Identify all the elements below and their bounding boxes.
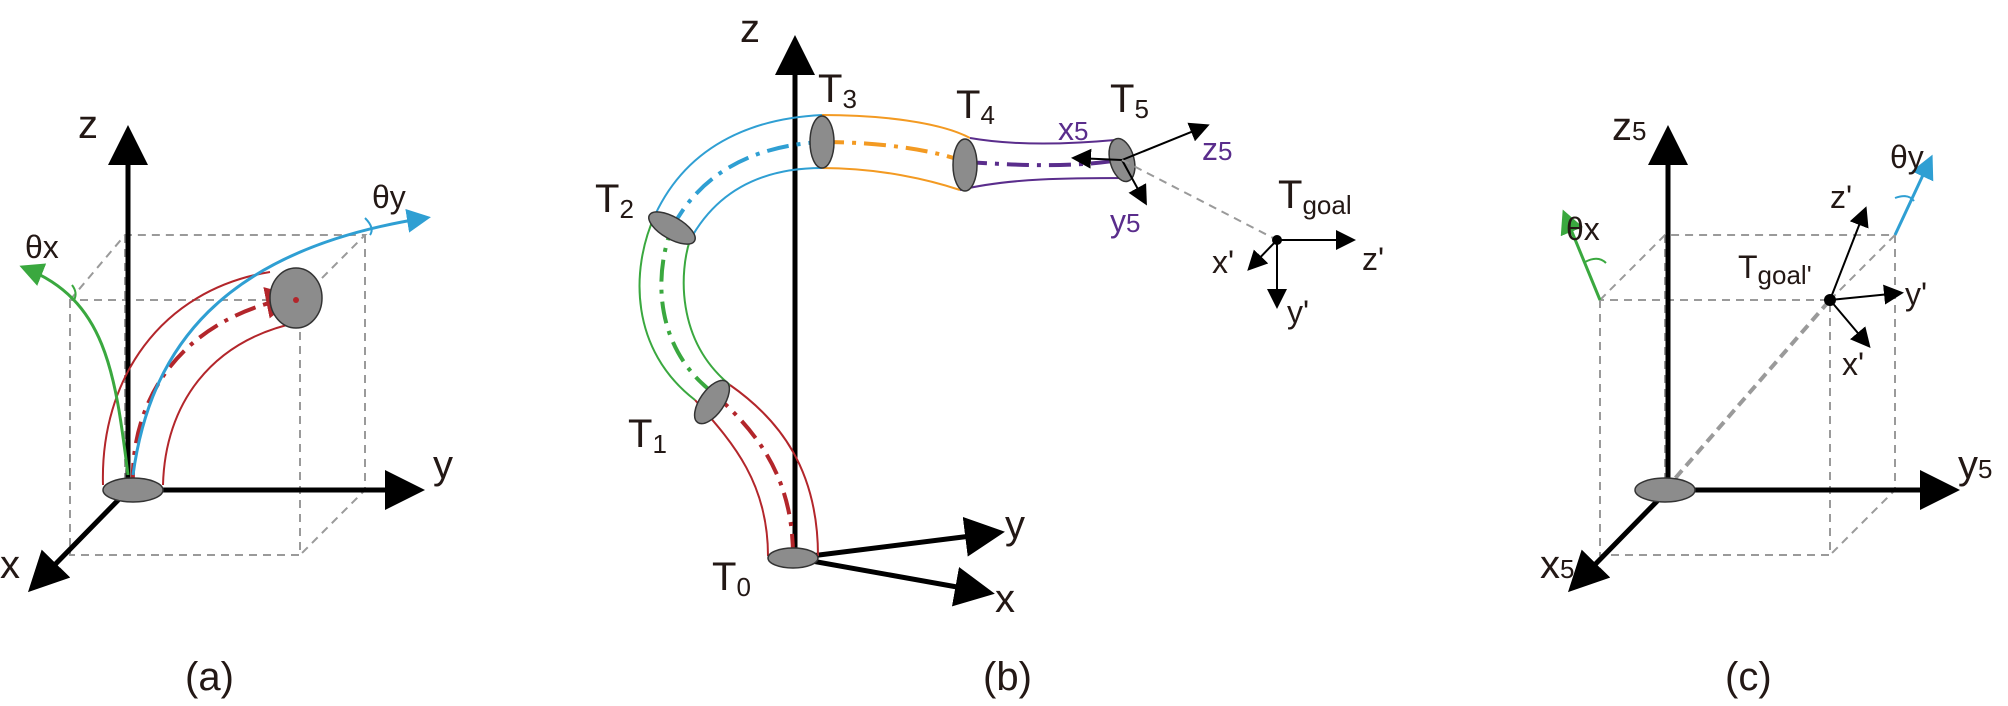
panel-c-base-disk bbox=[1634, 477, 1696, 503]
panel-a-theta-x-label: θx bbox=[25, 229, 59, 265]
panel-b-y-label: y bbox=[1005, 503, 1025, 547]
panel-a-labels: z y x θx θy (a) bbox=[0, 103, 453, 699]
panel-b-goal-y-label: y' bbox=[1287, 294, 1309, 330]
panel-b-segment-orange bbox=[821, 114, 971, 191]
panel-a-z-label: z bbox=[78, 103, 98, 147]
panel-a-rotation-curves bbox=[19, 208, 431, 476]
panel-c-rotation-arrows bbox=[1560, 154, 1934, 301]
panel-b-disk-t0 bbox=[767, 547, 819, 569]
panel-a-base-disk bbox=[102, 477, 164, 503]
panel-c-goal-x-label: x' bbox=[1842, 346, 1864, 382]
panel-b-t1-label: T1 bbox=[628, 412, 667, 459]
panel-b-t2-label: T2 bbox=[595, 177, 634, 224]
panel-b-t5-label: T5 bbox=[1110, 77, 1149, 124]
panel-a-y-label: y bbox=[433, 443, 453, 487]
panel-b-goal-z-label: z' bbox=[1362, 241, 1384, 277]
panel-c-goal-frame bbox=[1824, 206, 1904, 349]
panel-b-tip-frame bbox=[1071, 122, 1278, 241]
panel-c-theta-y-label: θy bbox=[1890, 139, 1924, 175]
panel-b-segment-purple bbox=[959, 137, 1129, 191]
panel-c-goal-y-label: y' bbox=[1905, 276, 1927, 312]
panel-a-theta-y-label: θy bbox=[372, 179, 406, 215]
panel-c-axes bbox=[1568, 125, 1960, 593]
panel-b-x-label: x bbox=[995, 577, 1015, 621]
panel-c: z5 y5 x5 θx θy Tgoal' z' y' x' (c) bbox=[1540, 105, 1992, 699]
panel-a-x-label: x bbox=[0, 543, 20, 587]
panel-b: z y x T0 T1 T2 T3 T4 T5 x5 z5 y5 Tgoal z… bbox=[595, 7, 1384, 699]
panel-b-disk-t4 bbox=[952, 138, 978, 192]
panel-c-caption: (c) bbox=[1725, 655, 1772, 699]
panel-b-y5-label: y5 bbox=[1110, 203, 1140, 239]
panel-b-goal-label: Tgoal bbox=[1278, 173, 1352, 220]
panel-b-caption: (b) bbox=[983, 655, 1032, 699]
panel-b-x5-label: x5 bbox=[1058, 111, 1088, 147]
panel-b-z-label: z bbox=[740, 7, 760, 51]
panel-a: z y x θx θy (a) bbox=[0, 103, 453, 699]
panel-b-labels: z y x T0 T1 T2 T3 T4 T5 x5 z5 y5 Tgoal z… bbox=[595, 7, 1384, 699]
panel-b-goal-frame bbox=[1247, 230, 1356, 309]
panel-c-goal-label: Tgoal' bbox=[1738, 249, 1812, 290]
panel-b-t3-label: T3 bbox=[818, 67, 857, 114]
panel-b-t4-label: T4 bbox=[956, 83, 995, 130]
panel-b-segment-green bbox=[638, 214, 731, 401]
panel-b-disk-t2 bbox=[648, 211, 696, 245]
panel-a-axes bbox=[28, 125, 425, 593]
panel-b-axes bbox=[775, 35, 1005, 607]
panel-a-caption: (a) bbox=[185, 655, 234, 699]
panel-c-x5-label: x5 bbox=[1540, 543, 1574, 587]
panel-b-z5-label: z5 bbox=[1202, 131, 1232, 167]
panel-b-goal-x-label: x' bbox=[1212, 244, 1234, 280]
panel-c-labels: z5 y5 x5 θx θy Tgoal' z' y' x' (c) bbox=[1540, 105, 1992, 699]
panel-c-goal-z-label: z' bbox=[1830, 179, 1852, 215]
panel-c-theta-x-label: θx bbox=[1566, 211, 1600, 247]
panel-b-disks bbox=[648, 115, 1136, 569]
panel-c-z5-label: z5 bbox=[1612, 105, 1646, 149]
panel-b-disk-t1 bbox=[693, 379, 731, 425]
panel-b-t0-label: T0 bbox=[712, 555, 751, 602]
panel-b-disk-t3 bbox=[809, 115, 835, 169]
panel-a-tube bbox=[101, 267, 323, 503]
panel-b-segment-blue bbox=[654, 114, 823, 241]
panel-c-y5-label: y5 bbox=[1958, 443, 1992, 487]
